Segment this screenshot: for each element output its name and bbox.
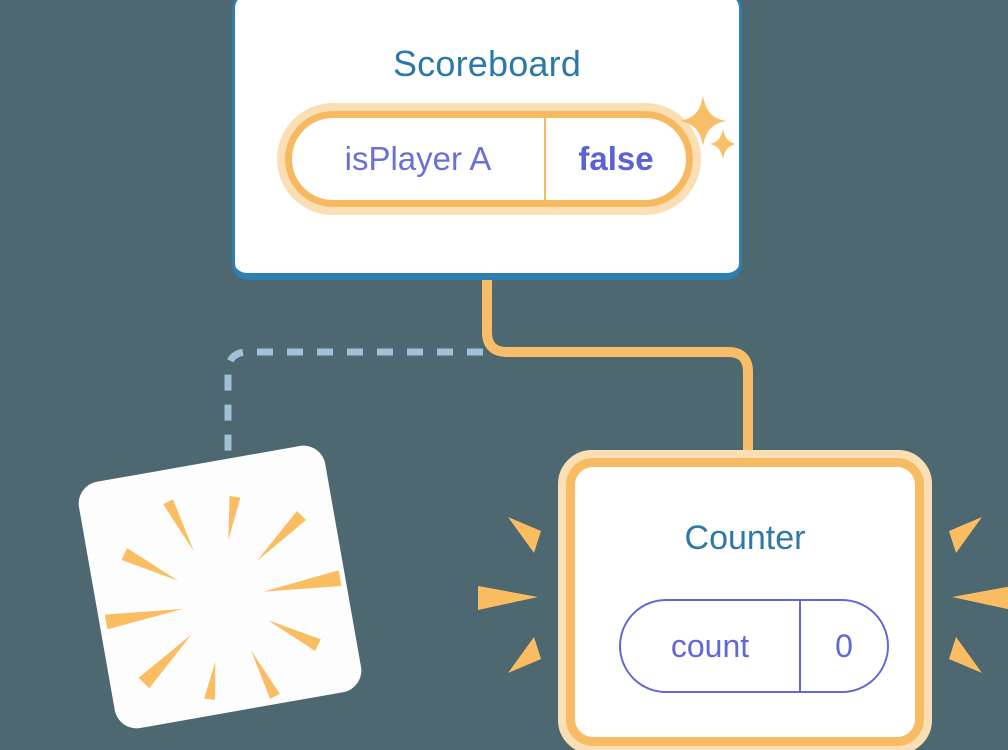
counter-burst-right [949,517,1008,673]
counter-burst-left [478,517,541,673]
burst-ray [121,548,178,581]
burst-ray [204,661,216,701]
counter-title: Counter [684,519,806,557]
burst-ray [163,499,194,552]
burst-ray [263,570,342,592]
scoreboard-state-value: false [578,140,654,177]
counter-card[interactable]: Counter count 0 [558,450,932,750]
scoreboard-card[interactable]: Scoreboard isPlayer A false [232,0,742,280]
burst-ray [138,634,192,689]
burst-ray [949,517,982,553]
counter-state-value: 0 [835,627,853,664]
burst-ray [104,608,183,630]
scoreboard-title: Scoreboard [392,43,582,84]
scoreboard-state-pill-inner: isPlayer A false [285,111,693,207]
burst-ray [250,650,280,700]
burst-ray [508,517,541,553]
burst-ray [949,637,982,673]
sparkle-small-icon [710,129,736,159]
scoreboard-state-pill[interactable]: isPlayer A false [277,103,701,215]
counter-state-key: count [621,601,801,691]
scoreboard-state-key: isPlayer A [292,118,546,200]
burst-ray [256,510,307,562]
burst-ray [952,586,1008,610]
scoreboard-to-counter-connector [482,278,753,470]
burst-ray [508,637,541,673]
burst-ray [228,496,241,541]
burst-ray [478,586,538,610]
counter-card-inner: Counter count 0 [566,458,924,746]
scoreboard-to-ghost-connector [224,348,483,462]
sparkle-large-icon [680,96,726,146]
burst-ray [267,620,321,651]
counter-state-pill[interactable]: count 0 [619,599,889,693]
